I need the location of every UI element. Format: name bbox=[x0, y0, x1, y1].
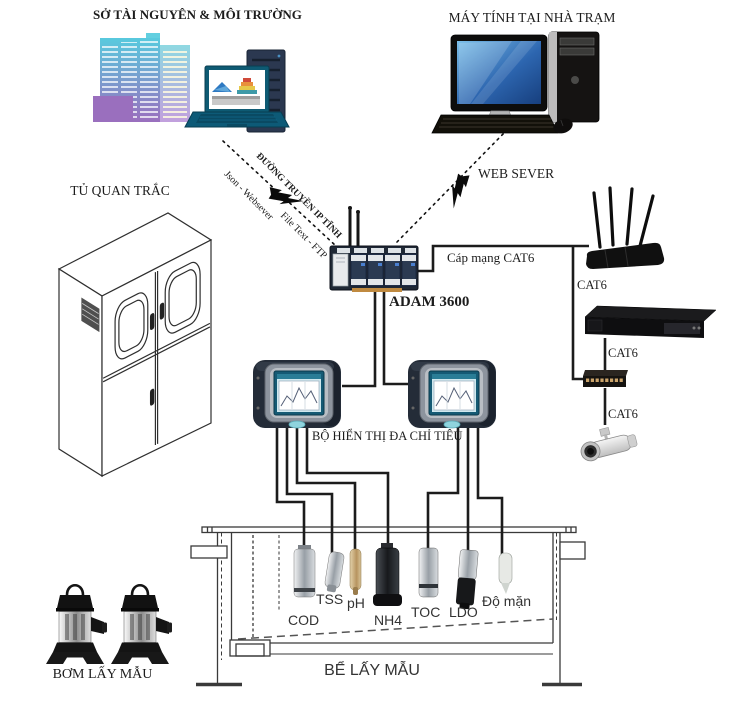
link-laptop-adam bbox=[222, 140, 337, 247]
dvr-recorder bbox=[584, 305, 717, 338]
tank-label: BỂ LẤY MẪU bbox=[324, 662, 420, 679]
sensor-toc-label: TOC bbox=[411, 604, 441, 620]
sensor-ldo-label: LDO bbox=[449, 604, 478, 620]
cat6-label-camera: CAT6 bbox=[608, 407, 638, 421]
display-controller-right bbox=[407, 359, 497, 429]
lan-cable-label: Cáp mạng CAT6 bbox=[447, 250, 535, 265]
sensor-nh4 bbox=[373, 543, 402, 606]
wire-adam-router bbox=[418, 244, 589, 273]
cat6-label-router: CAT6 bbox=[577, 278, 607, 292]
adam-3600-rtu bbox=[329, 206, 419, 292]
sensor-tss-label: TSS bbox=[316, 591, 344, 607]
wifi-router bbox=[586, 186, 665, 269]
wire-adam-display-right bbox=[382, 290, 410, 386]
lightning-icon bbox=[438, 168, 479, 209]
sensor-ph bbox=[349, 548, 362, 595]
link-adam-webserver bbox=[396, 132, 505, 243]
station-pc-title: MÁY TÍNH TẠI NHÀ TRẠM bbox=[448, 10, 616, 25]
mouse bbox=[553, 118, 573, 134]
department-buildings bbox=[93, 33, 190, 122]
pump-label: BƠM LẤY MẪU bbox=[52, 667, 153, 682]
wire-adam-display-left bbox=[342, 290, 377, 388]
monitoring-cabinet bbox=[57, 212, 213, 478]
display-controller-left bbox=[252, 359, 342, 429]
sensor-ldo bbox=[455, 549, 479, 610]
display-unit-label: BỘ HIỂN THỊ ĐA CHỈ TIÊU bbox=[312, 429, 463, 443]
network-switch bbox=[583, 370, 628, 387]
cctv-camera bbox=[580, 426, 638, 462]
sampling-pump-1 bbox=[44, 583, 109, 666]
desktop-computer bbox=[431, 31, 600, 134]
department-title: SỞ TÀI NGUYÊN & MÔI TRƯỜNG bbox=[93, 7, 302, 22]
sensor-cables bbox=[275, 427, 504, 560]
sampling-pump-2 bbox=[109, 583, 174, 666]
sensor-toc bbox=[418, 547, 439, 598]
cat6-label-dvr: CAT6 bbox=[608, 346, 638, 360]
sensor-salinity-label: Độ mặn bbox=[482, 593, 532, 609]
sensor-cod bbox=[293, 545, 316, 598]
laptop bbox=[184, 65, 290, 128]
sensor-ph-label: pH bbox=[347, 595, 365, 611]
adam-3600-label: ADAM 3600 bbox=[389, 294, 470, 310]
sensor-nh4-label: NH4 bbox=[374, 612, 403, 628]
sensor-tss bbox=[324, 551, 345, 593]
network-wires bbox=[342, 244, 607, 425]
web-server-label: WEB SEVER bbox=[478, 166, 555, 181]
sensor-cod-label: COD bbox=[288, 612, 320, 628]
sensor-salinity bbox=[498, 552, 513, 594]
wire-router-switch bbox=[571, 246, 584, 381]
cabinet-title: TỦ QUAN TRẮC bbox=[70, 183, 170, 198]
